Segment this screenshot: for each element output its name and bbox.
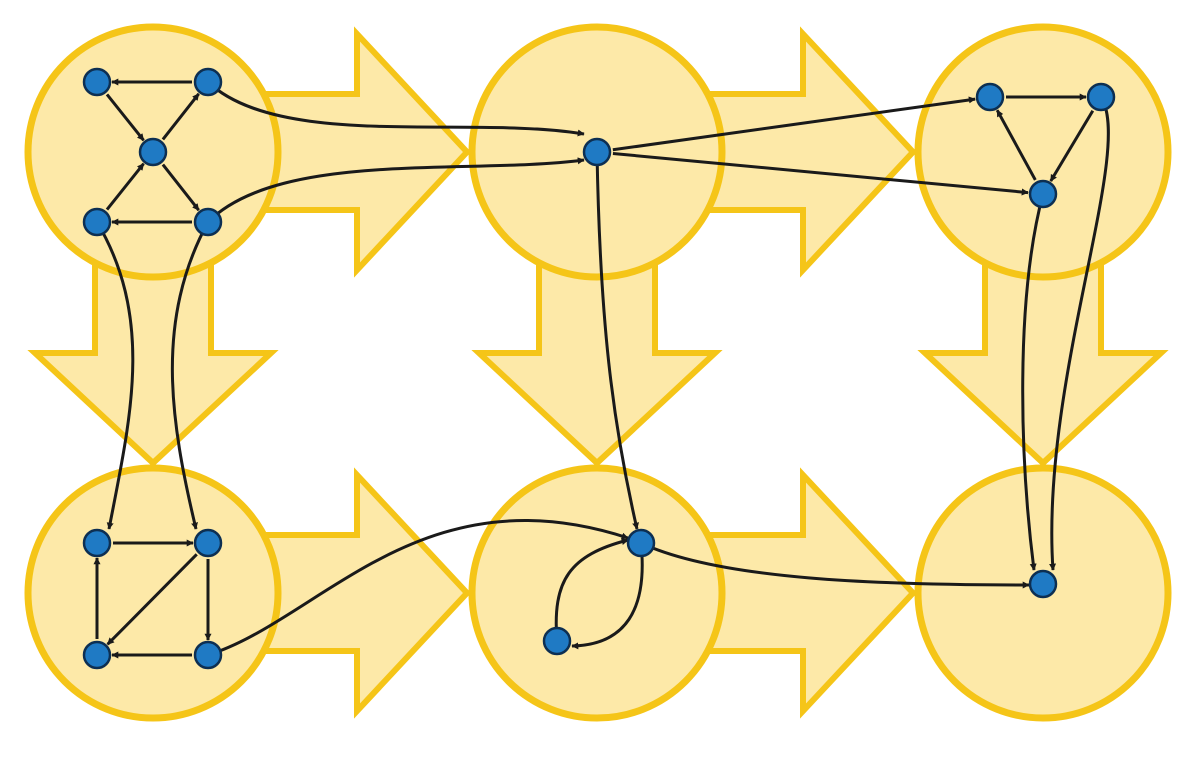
edge-a1-to-a3: [105, 93, 145, 142]
graph-node-d2: [193, 528, 223, 558]
edge-c3-to-c1: [995, 109, 1037, 181]
graph-node-a2: [193, 67, 223, 97]
graph-node-c1: [975, 82, 1005, 112]
graph-node-c2: [1086, 82, 1116, 112]
nodes-layer: [82, 67, 1116, 670]
edge-c3-to-f1: [1021, 193, 1045, 571]
edge-c2-to-f1: [1049, 96, 1110, 571]
edge-e2-to-e1: [554, 538, 629, 642]
edge-b1-to-c1: [612, 96, 976, 152]
edge-a5-to-d2: [170, 221, 210, 530]
graph-node-d1: [82, 528, 112, 558]
edge-a4-to-a3: [105, 162, 145, 211]
edges-layer: [93, 78, 1110, 659]
edge-e1-to-f1: [640, 541, 1030, 589]
edge-a3-to-a2: [161, 92, 200, 141]
edge-a2-to-b1: [206, 80, 585, 137]
edge-e1-to-e2: [571, 542, 644, 650]
graph-node-c3: [1028, 179, 1058, 209]
graph-node-a3: [138, 137, 168, 167]
edge-c2-to-c3: [1049, 109, 1095, 182]
edge-d4-to-e1: [207, 519, 629, 657]
edge-a5-to-b1: [206, 157, 585, 224]
graph-node-a5: [193, 207, 223, 237]
graph-node-a1: [82, 67, 112, 97]
edge-b1-to-c3: [612, 152, 1029, 196]
edge-a4-to-d1: [95, 221, 135, 530]
graph-node-b1: [582, 137, 612, 167]
graph-node-a4: [82, 207, 112, 237]
graph-node-d4: [193, 640, 223, 670]
edge-b1-to-e1: [595, 151, 640, 530]
edge-a3-to-a5: [161, 163, 200, 212]
graph-node-d3: [82, 640, 112, 670]
group-circle-g4: [24, 464, 282, 722]
graph-node-e1: [626, 528, 656, 558]
group-circle-g5: [468, 464, 726, 722]
group-circle-g3: [914, 23, 1172, 281]
edge-d2-to-d3: [106, 553, 198, 646]
graph-node-f1: [1028, 569, 1058, 599]
graph-node-e2: [542, 626, 572, 656]
